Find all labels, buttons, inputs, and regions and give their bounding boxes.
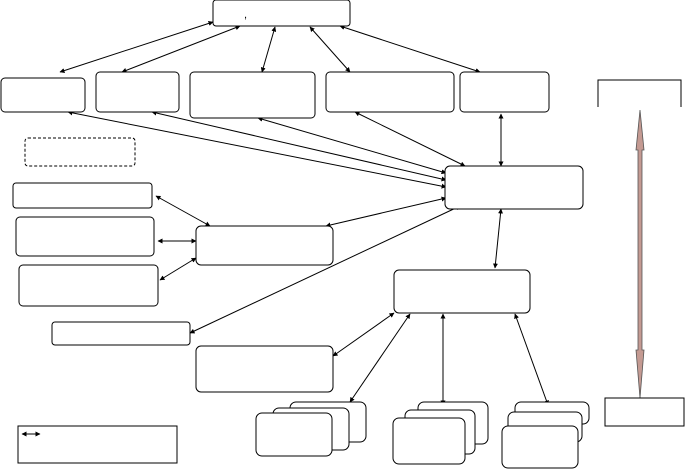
node-row1-5-box bbox=[459, 71, 550, 113]
edge-left-3-hub-center bbox=[159, 257, 197, 281]
node-top-box bbox=[212, 0, 351, 27]
stack-b-card-front bbox=[392, 417, 466, 465]
node-hub-lower-box bbox=[393, 269, 531, 314]
stack-c-card-front bbox=[501, 425, 579, 469]
edge-hub-lower-stack-c bbox=[514, 313, 549, 406]
node-left-3 bbox=[18, 264, 159, 307]
edge-hub-right-hub-lower bbox=[492, 208, 504, 269]
node-row1-5 bbox=[459, 71, 550, 113]
edge-hub-lower-stack-a bbox=[349, 313, 411, 403]
node-left-4-box bbox=[51, 321, 191, 346]
node-left-2 bbox=[15, 216, 155, 257]
stack-a-card-front bbox=[255, 412, 333, 457]
edge-top-row1-2 bbox=[121, 25, 241, 73]
edge-row1-3-hub-right bbox=[257, 116, 447, 175]
scale bbox=[597, 79, 685, 427]
node-left-2-box bbox=[15, 216, 155, 257]
scale-top-bracket bbox=[597, 79, 682, 107]
scale-double-arrow-icon bbox=[635, 109, 645, 399]
node-mid-lower bbox=[195, 345, 334, 393]
edge-top-row1-1 bbox=[59, 21, 214, 73]
node-left-1-box bbox=[12, 182, 153, 209]
stack-a bbox=[255, 401, 367, 457]
node-top-label: , bbox=[244, 9, 247, 21]
node-mid-lower-box bbox=[195, 345, 334, 393]
edge-top-row1-5 bbox=[339, 25, 481, 73]
edge-hub-right-left-4 bbox=[189, 205, 461, 334]
node-row1-4-box bbox=[325, 71, 455, 113]
edge-top-row1-4 bbox=[309, 26, 351, 73]
node-left-4 bbox=[51, 321, 191, 346]
edge-row1-4-hub-right bbox=[354, 111, 466, 167]
node-row1-3-box bbox=[189, 71, 316, 119]
scale-bottom-bracket bbox=[604, 397, 685, 427]
node-row1-3 bbox=[189, 71, 316, 119]
node-hub-center bbox=[195, 225, 334, 266]
legend bbox=[17, 425, 178, 464]
edge-left-1-hub-center bbox=[155, 195, 211, 227]
edges bbox=[59, 21, 549, 406]
node-hub-right bbox=[444, 165, 584, 210]
node-row1-1-box bbox=[0, 77, 86, 113]
node-row1-2 bbox=[95, 71, 180, 113]
edge-hub-right-hub-center bbox=[325, 196, 447, 228]
stack-b bbox=[392, 401, 489, 465]
node-hub-right-box bbox=[444, 165, 584, 210]
edge-row1-2-hub-right bbox=[151, 110, 447, 182]
node-row1-2-box bbox=[95, 71, 180, 113]
node-row1-1 bbox=[0, 77, 86, 113]
node-dashed bbox=[24, 137, 136, 167]
node-hub-center-box bbox=[195, 225, 334, 266]
legend-box bbox=[17, 425, 178, 464]
edge-hub-lower-mid-lower bbox=[332, 312, 395, 357]
node-dashed-box bbox=[24, 137, 136, 167]
node-left-3-box bbox=[18, 264, 159, 307]
node-hub-lower bbox=[393, 269, 531, 314]
stack-c bbox=[501, 401, 590, 469]
edge-top-row1-3 bbox=[260, 26, 277, 73]
node-row1-4 bbox=[325, 71, 455, 113]
node-left-1 bbox=[12, 182, 153, 209]
node-top: , bbox=[212, 0, 351, 27]
